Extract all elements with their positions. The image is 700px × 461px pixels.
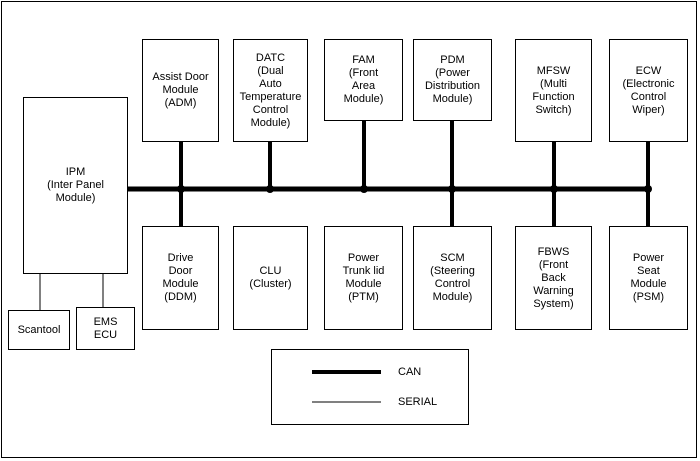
module-fbws: FBWS (Front Back Warning System)	[515, 226, 592, 330]
module-mfsw: MFSW (Multi Function Switch)	[515, 39, 592, 142]
bus-junction	[550, 185, 558, 193]
module-ecw-label: ECW (Electronic Control Wiper)	[622, 64, 675, 116]
ipm-module: IPM (Inter Panel Module)	[23, 97, 128, 274]
module-psm-label: Power Seat Module (PSM)	[630, 252, 667, 303]
bus-junction	[448, 185, 456, 193]
ems-ecu-label: EMS ECU	[93, 315, 118, 341]
module-fbws-label: FBWS (Front Back Warning System)	[533, 245, 574, 310]
bus-junction	[177, 185, 185, 193]
module-ddm-label: Drive Door Module (DDM)	[162, 252, 199, 303]
module-ptm-label: Power Trunk lid Module (PTM)	[342, 252, 385, 303]
module-mfsw-label: MFSW (Multi Function Switch)	[532, 64, 575, 116]
scantool-module: Scantool	[8, 310, 70, 350]
bus-junction	[266, 185, 274, 193]
module-pdm-label: PDM (Power Distribution Module)	[424, 54, 481, 105]
module-datc: DATC (Dual Auto Temperature Control Modu…	[233, 39, 308, 142]
bus-junction	[360, 185, 368, 193]
legend-can-label: CAN	[398, 366, 422, 378]
module-adm: Assist Door Module (ADM)	[142, 39, 219, 142]
module-fam: FAM (Front Area Module)	[324, 39, 403, 121]
ipm-label: IPM (Inter Panel Module)	[47, 166, 104, 204]
module-ptm: Power Trunk lid Module (PTM)	[324, 226, 403, 330]
module-clu-label: CLU (Cluster)	[249, 265, 292, 290]
module-psm: Power Seat Module (PSM)	[609, 226, 688, 330]
legend-serial-label: SERIAL	[398, 396, 438, 408]
bus-junction	[644, 185, 652, 193]
module-pdm: PDM (Power Distribution Module)	[413, 39, 492, 121]
module-datc-label: DATC (Dual Auto Temperature Control Modu…	[239, 51, 302, 129]
scantool-label: Scantool	[17, 323, 61, 336]
module-adm-label: Assist Door Module (ADM)	[152, 71, 209, 109]
module-scm-label: SCM (Steering Control Module)	[430, 252, 475, 303]
module-scm: SCM (Steering Control Module)	[413, 226, 492, 330]
module-ddm: Drive Door Module (DDM)	[142, 226, 219, 330]
module-fam-label: FAM (Front Area Module)	[343, 54, 384, 105]
module-clu: CLU (Cluster)	[233, 226, 308, 330]
ems-ecu-module: EMS ECU	[76, 307, 135, 350]
legend-box	[271, 349, 469, 425]
module-ecw: ECW (Electronic Control Wiper)	[609, 39, 688, 142]
